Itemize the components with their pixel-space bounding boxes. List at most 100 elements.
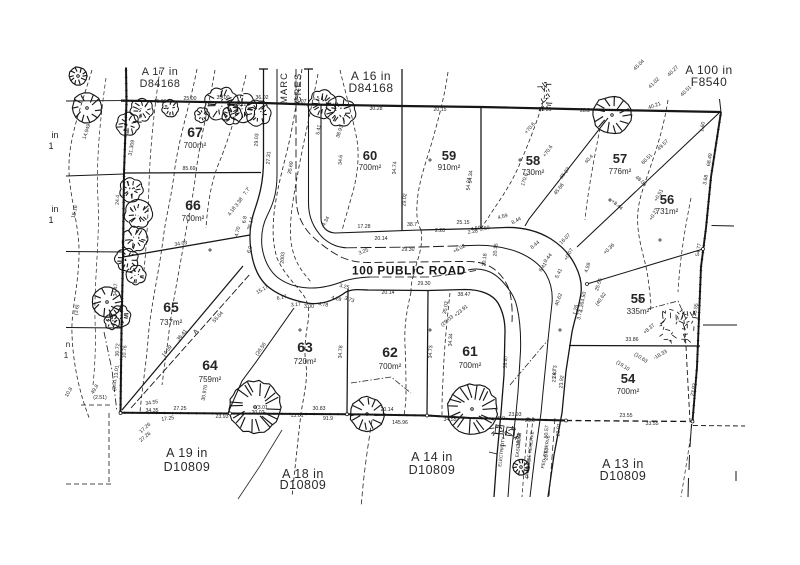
svg-text:5.41: 5.41 (315, 124, 323, 135)
svg-text:2.28: 2.28 (467, 228, 478, 235)
svg-text:20.14: 20.14 (381, 407, 394, 413)
svg-text:29.30: 29.30 (402, 247, 415, 253)
svg-text:34.55: 34.55 (145, 399, 159, 407)
svg-text:+0.51: +0.51 (653, 188, 665, 202)
svg-text:35.00: 35.00 (217, 95, 230, 101)
svg-text:27.25: 27.25 (174, 406, 187, 412)
svg-text:38.47: 38.47 (458, 292, 471, 298)
svg-text:57: 57 (613, 151, 627, 166)
svg-text:A 13 in: A 13 in (602, 457, 644, 471)
svg-text:700m²: 700m² (379, 362, 402, 371)
svg-text:29.03: 29.03 (254, 133, 261, 146)
svg-text:23.92: 23.92 (690, 383, 698, 397)
svg-text:34.55: 34.55 (444, 417, 457, 423)
svg-text:+6.02: +6.02 (452, 243, 466, 255)
svg-text:20.15: 20.15 (434, 107, 447, 113)
svg-text:15.07: 15.07 (294, 99, 307, 105)
svg-text:3.00: 3.00 (304, 304, 314, 310)
svg-text:30.28: 30.28 (370, 106, 383, 112)
svg-text:7.7': 7.7' (242, 186, 252, 196)
svg-text:A 14 in: A 14 in (411, 450, 453, 464)
svg-text:D84168: D84168 (348, 81, 393, 95)
svg-text:35.55: 35.55 (692, 303, 700, 317)
svg-text:27.31: 27.31 (266, 151, 273, 164)
svg-text:59: 59 (442, 148, 456, 163)
svg-text:10.8: 10.8 (64, 387, 74, 399)
svg-text:65: 65 (163, 299, 179, 315)
svg-text:25.15: 25.15 (457, 220, 470, 226)
svg-text:40.50: 40.50 (525, 459, 532, 473)
svg-text:CRES: CRES (293, 73, 304, 103)
svg-text:910m²: 910m² (438, 163, 461, 172)
svg-text:8.44: 8.44 (511, 216, 523, 226)
svg-text:14.949: 14.949 (82, 123, 93, 140)
svg-text:4.59: 4.59 (584, 262, 593, 274)
svg-text:28.2: 28.2 (580, 108, 590, 114)
svg-text:20.14: 20.14 (382, 290, 395, 296)
svg-text:700m²: 700m² (359, 163, 382, 172)
svg-text:34.47: 34.47 (113, 283, 120, 296)
svg-text:29.02: 29.02 (401, 193, 408, 207)
svg-text:4.50: 4.50 (580, 291, 588, 302)
svg-text:50.57: 50.57 (543, 425, 550, 439)
svg-text:62: 62 (382, 344, 398, 360)
svg-text:A: A (192, 327, 201, 335)
svg-text:700m²: 700m² (184, 141, 207, 150)
svg-text:A 100 in: A 100 in (685, 63, 732, 77)
svg-text:PED. RESERVE: PED. RESERVE (540, 435, 551, 469)
svg-text:25.0: 25.0 (525, 418, 535, 424)
svg-text:ELECTRICITY: ELECTRICITY (497, 437, 506, 467)
svg-text:22.31: 22.31 (539, 107, 552, 113)
svg-text:30.72: 30.72 (115, 343, 122, 356)
svg-text:33.86: 33.86 (626, 337, 639, 343)
svg-text:A 19 in: A 19 in (166, 446, 208, 460)
svg-text:700m²: 700m² (182, 214, 205, 223)
svg-text:6.8: 6.8 (241, 216, 248, 224)
svg-text:36.02: 36.02 (256, 95, 269, 101)
svg-text:35.14: 35.14 (246, 217, 255, 231)
svg-text:34.34: 34.34 (448, 333, 455, 346)
svg-text:s0.4: s0.4 (584, 154, 595, 165)
svg-text:13.01: 13.01 (113, 365, 120, 379)
svg-text:+0.07: +0.07 (563, 247, 575, 261)
svg-text:85.69: 85.69 (183, 166, 196, 172)
svg-text:MARC: MARC (279, 72, 290, 104)
svg-text:67: 67 (187, 124, 203, 140)
svg-text:1.60: 1.60 (699, 121, 707, 132)
svg-text:4.34: 4.34 (321, 216, 331, 228)
svg-text:700m²: 700m² (459, 361, 482, 370)
svg-text:A 17 in: A 17 in (142, 66, 179, 78)
svg-text:4.18: 4.18 (227, 205, 238, 217)
svg-text:34.78: 34.78 (338, 345, 345, 358)
svg-text:1.26: 1.26 (578, 301, 586, 312)
svg-text:(2.51): (2.51) (93, 395, 107, 401)
svg-text:17.28: 17.28 (358, 224, 371, 230)
svg-text:54.77: 54.77 (695, 243, 703, 257)
svg-text:1: 1 (64, 351, 69, 360)
svg-text:60: 60 (363, 148, 377, 163)
svg-text:15.17: 15.17 (255, 284, 269, 296)
svg-text:(3.6): (3.6) (73, 304, 81, 316)
svg-text:3.38: 3.38 (234, 196, 245, 208)
svg-text:335m²: 335m² (627, 307, 650, 316)
svg-text:34.74: 34.74 (392, 161, 399, 174)
svg-text:54.24: 54.24 (466, 177, 473, 190)
svg-text:700m²: 700m² (617, 387, 640, 396)
svg-text:DRAINAGE RESERVE: DRAINAGE RESERVE (524, 431, 535, 478)
svg-text:3.68: 3.68 (702, 174, 710, 185)
svg-text:5.41: 5.41 (554, 268, 564, 280)
svg-text:34.73: 34.73 (428, 345, 435, 358)
svg-text:38.7: 38.7 (407, 222, 417, 228)
svg-text:1: 1 (48, 215, 53, 225)
svg-text:61: 61 (462, 343, 478, 359)
svg-text:20.15: 20.15 (492, 243, 499, 257)
svg-text:4.50: 4.50 (470, 225, 481, 233)
svg-text:4.28: 4.28 (331, 295, 342, 303)
svg-text:116.1: 116.1 (234, 102, 247, 108)
svg-text:68.49: 68.49 (706, 153, 714, 167)
svg-text:40.62: 40.62 (554, 292, 564, 306)
svg-text:55: 55 (631, 291, 645, 306)
svg-text:1: 1 (48, 141, 53, 151)
svg-text:170.6: 170.6 (520, 172, 530, 186)
svg-text:34.35: 34.35 (146, 408, 159, 414)
